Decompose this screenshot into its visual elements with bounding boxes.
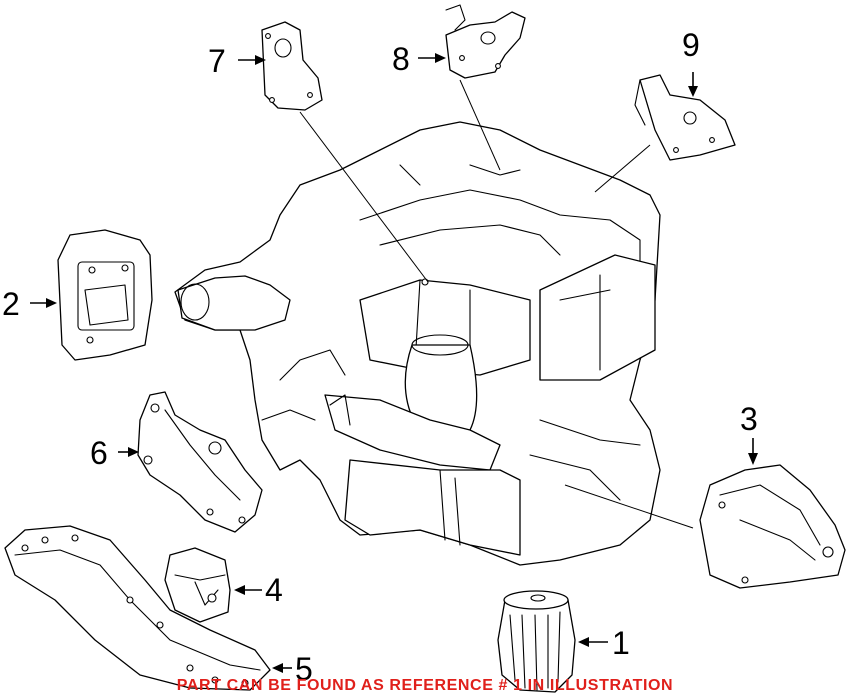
callout-arrows: [30, 53, 758, 673]
mount-bracket-8: [445, 4, 526, 171]
transmission-mount-2: [57, 229, 153, 361]
engine-mount-1: [497, 590, 576, 693]
callout-4: 4: [265, 572, 283, 608]
callout-3: 3: [740, 401, 758, 437]
callout-1: 1: [612, 625, 630, 661]
rubber-mount-4: [164, 547, 231, 623]
engine-mount-bracket-6: [137, 391, 263, 533]
callout-6: 6: [90, 435, 108, 471]
engine-assembly: [174, 121, 661, 566]
callout-5: 5: [295, 651, 313, 687]
callout-2: 2: [2, 286, 20, 322]
callout-8: 8: [392, 41, 410, 77]
crossmember-5: [4, 525, 271, 691]
callout-7: 7: [208, 43, 226, 79]
reference-note: PART CAN BE FOUND AS REFERENCE # 1 IN IL…: [177, 677, 673, 694]
mount-bracket-7: [261, 21, 429, 283]
engine-mount-3: [564, 464, 846, 589]
mount-bracket-9: [594, 74, 736, 193]
callout-9: 9: [682, 27, 700, 63]
